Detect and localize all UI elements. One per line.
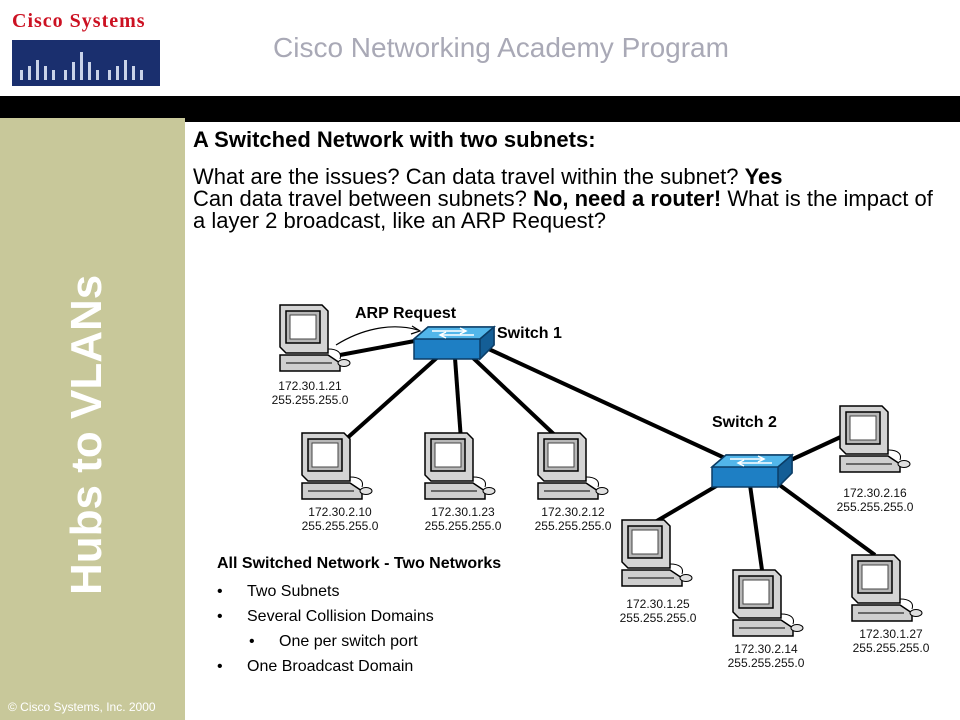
- logo-wordmark: Cisco Systems: [12, 10, 146, 32]
- program-title: Cisco Networking Academy Program: [273, 32, 729, 63]
- list-item: •Several Collision Domains: [217, 607, 434, 625]
- summary-title: All Switched Network - Two Networks: [217, 555, 502, 572]
- copyright-notice: © Cisco Systems, Inc. 2000: [8, 700, 156, 714]
- switch-2-icon: [711, 454, 793, 488]
- pc-icon-1: [279, 304, 351, 372]
- slide-paragraph: What are the issues? Can data travel wit…: [193, 166, 938, 232]
- question-3: What is the impact of a layer 2 broadcas…: [193, 186, 933, 233]
- slide-heading: A Switched Network with two subnets:: [193, 127, 596, 152]
- question-1: What are the issues? Can data travel wit…: [193, 164, 739, 189]
- pc-icon-8: [851, 554, 923, 622]
- logo-bars-icon: [12, 40, 160, 86]
- answer-2: No, need a router!: [533, 186, 722, 211]
- pc-icon-2: [301, 432, 373, 500]
- network-links: [339, 338, 877, 571]
- pc-icon-5: [839, 405, 911, 473]
- switch-2-label: Switch 2: [712, 414, 777, 431]
- list-item: •Two Subnets: [217, 582, 340, 600]
- switch-1-label: Switch 1: [497, 325, 562, 342]
- switch-1-icon: [413, 326, 495, 360]
- summary-list: All Switched Network - Two Networks •Two…: [217, 555, 501, 679]
- pc-icon-6: [621, 519, 693, 587]
- list-item: •One Broadcast Domain: [217, 657, 414, 675]
- pc-icon-3: [424, 432, 496, 500]
- cisco-logo: Cisco Systems: [10, 8, 170, 88]
- answer-1: Yes: [744, 164, 783, 189]
- arp-request-label: ARP Request: [355, 305, 457, 322]
- header-divider-bar: [0, 96, 960, 122]
- list-item: •One per switch port: [249, 632, 418, 650]
- pc-icon-4: [537, 432, 609, 500]
- sidebar: [0, 118, 185, 720]
- question-2: Can data travel between subnets?: [193, 186, 527, 211]
- pc-icon-7: [732, 569, 804, 637]
